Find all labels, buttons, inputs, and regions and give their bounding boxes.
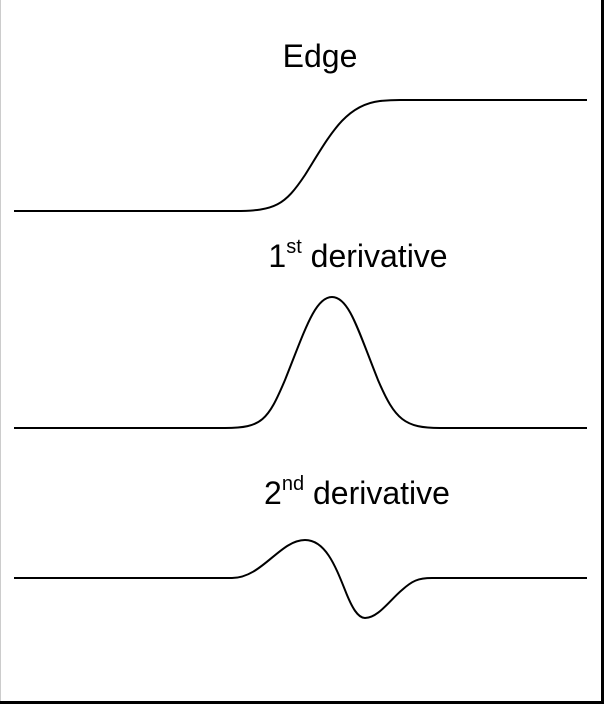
right-border [601,0,604,704]
title-superscript: nd [281,473,305,495]
title-text: derivative [301,238,448,274]
first-derivative-title: 1st derivative [268,236,448,275]
title-text: derivative [304,475,450,511]
second-derivative-curve [14,538,587,620]
second-derivative-title: 2nd derivative [264,473,450,512]
title-number: 2 [264,475,282,511]
left-border [0,0,1,704]
bottom-border [0,701,604,704]
edge-title: Edge [282,38,358,74]
edge-curve [14,99,587,212]
first-derivative-curve [14,295,587,429]
title-superscript: st [286,236,302,258]
title-number: 1 [268,238,287,274]
